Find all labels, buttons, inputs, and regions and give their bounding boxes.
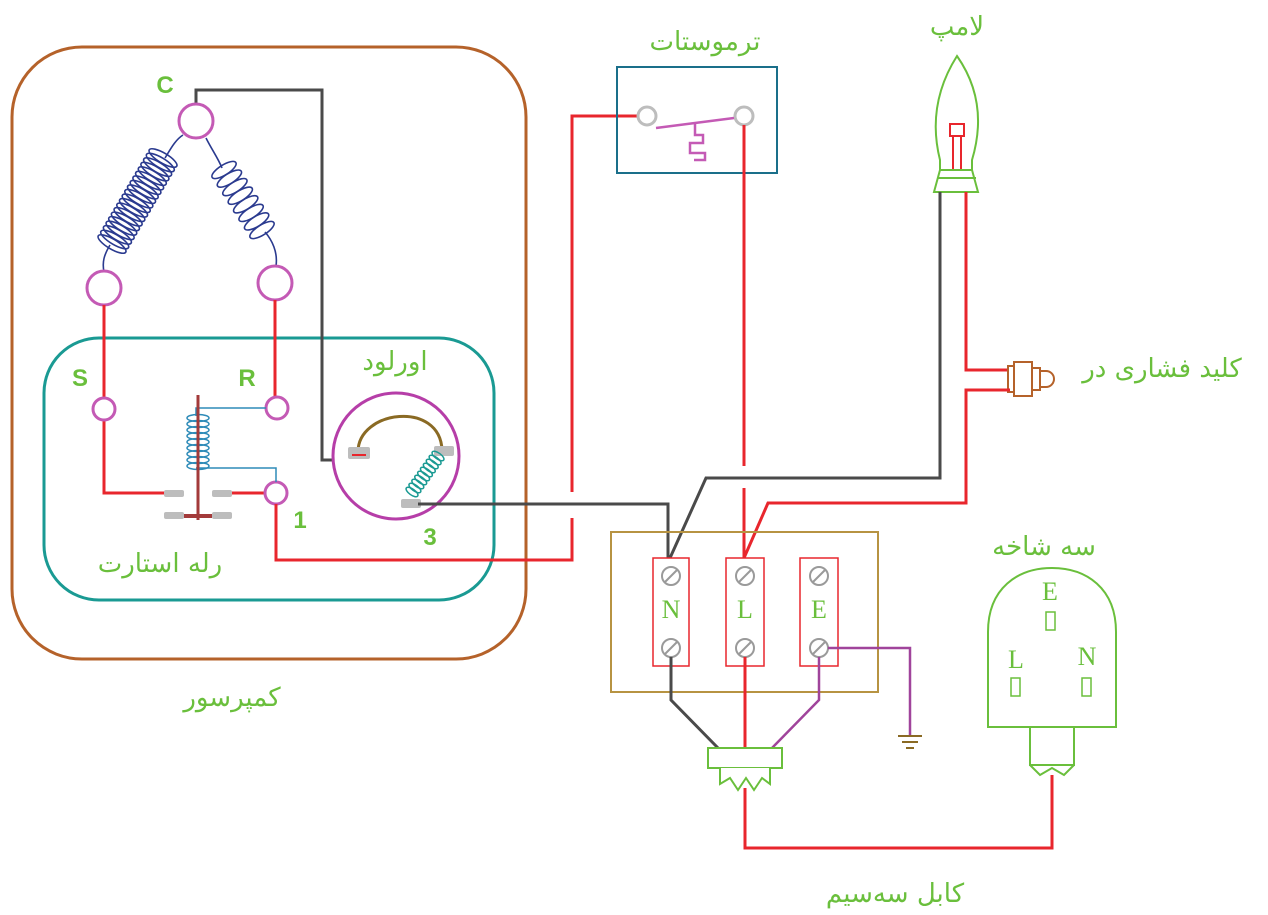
earth-ground-wire — [828, 646, 912, 736]
terminal-n: N — [652, 557, 690, 667]
s-winding-terminal — [85, 269, 123, 307]
c-terminal-label: C — [156, 72, 173, 99]
terminal-l: L — [725, 557, 765, 667]
relay-to-thermostat-wire — [274, 504, 574, 562]
thermostat-box — [616, 66, 778, 174]
compressor-label: کمپرسور — [181, 683, 281, 713]
r-winding-terminal — [256, 264, 294, 302]
thermostat-label: ترموستات — [650, 27, 761, 57]
overload-terminal-3 — [401, 499, 421, 508]
relay-contacts — [164, 490, 232, 519]
overload-to-neutral-wire — [418, 502, 670, 558]
r-terminal-label: R — [238, 365, 255, 392]
lamp-live-wire — [964, 192, 1010, 372]
start-winding — [97, 134, 184, 273]
thermostat-switch — [655, 116, 735, 162]
three-wire-cable — [743, 775, 1054, 850]
c-terminal — [177, 102, 215, 140]
cable-neutral-wire — [669, 657, 720, 750]
relay-1-label: 1 — [293, 507, 306, 534]
s-relay-terminal — [91, 396, 117, 422]
s-terminal-label: S — [72, 365, 88, 392]
door-switch-icon — [1007, 361, 1055, 397]
start-relay-housing — [42, 336, 496, 602]
ground-symbol-icon — [898, 735, 922, 749]
cable-connector — [707, 747, 783, 792]
door-switch-to-l-wire — [742, 388, 1010, 559]
overload-contact-right — [434, 446, 454, 456]
lamp-label: لامپ — [930, 12, 984, 42]
lamp-icon — [932, 54, 980, 193]
relay-terminal-1 — [263, 480, 289, 506]
r-relay-terminal — [264, 395, 290, 421]
compressor-housing — [10, 45, 528, 661]
three-pin-plug-icon — [987, 566, 1117, 777]
overload-heater-coil — [405, 450, 445, 498]
plug-label: سه شاخه — [992, 532, 1096, 562]
terminal-e: E — [799, 557, 839, 667]
plug-e-label: E — [1042, 577, 1058, 606]
cable-earth-wire — [771, 657, 821, 749]
plug-l-label: L — [1008, 645, 1024, 674]
relay-coil — [186, 395, 277, 520]
overload-3-label: 3 — [423, 524, 436, 551]
s-to-contact-wire — [102, 420, 165, 495]
overload-contact-left — [348, 447, 370, 459]
run-winding — [205, 137, 278, 267]
three-wire-cable-label: کابل سه‌سیم — [826, 879, 965, 909]
terminal-l-label: L — [737, 595, 753, 624]
terminal-e-label: E — [811, 595, 827, 624]
start-relay-label: رله استارت — [98, 549, 223, 579]
door-switch-label: کلید فشاری در — [1080, 354, 1242, 384]
lamp-neutral-wire — [668, 192, 942, 559]
overload-label: اورلود — [362, 347, 427, 377]
thermostat-terminal-right — [733, 105, 755, 127]
overload-bimetal — [356, 415, 444, 453]
thermostat-terminal-left — [636, 105, 658, 127]
plug-n-label: N — [1078, 642, 1097, 671]
terminal-n-label: N — [662, 595, 681, 624]
